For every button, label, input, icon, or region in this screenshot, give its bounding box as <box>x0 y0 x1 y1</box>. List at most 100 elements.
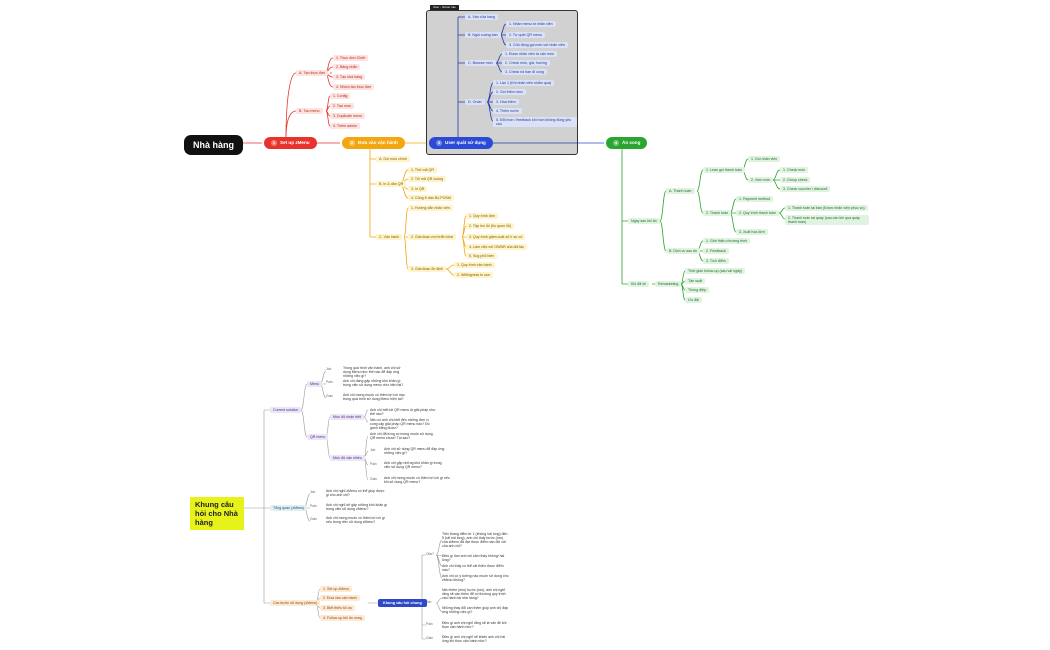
leaf-node[interactable]: 1. Thực đơn Chiết <box>333 55 369 62</box>
leaf-node[interactable]: 1. Thanh toán tại bàn (Được nhân viên ph… <box>785 205 868 212</box>
question-text: Điều gì anh chị nghĩ rằng sẽ là vấn đề k… <box>442 621 507 630</box>
root-node[interactable]: Nhà hàng <box>184 135 244 156</box>
subgroup-usage[interactable]: Mức độ vận nhiều <box>330 455 365 462</box>
leaf-node[interactable]: 3. Hóa thêm <box>493 99 519 106</box>
leaf-node[interactable]: 3. Quy trình giảm xuất sử lí sự cố <box>466 234 526 241</box>
step-item[interactable]: 3. Biết thiếu tối ưu <box>320 605 356 612</box>
tag-gain: Gain <box>426 636 433 640</box>
leaf-node[interactable]: 3. Tích điểm <box>703 258 729 265</box>
sub-node[interactable]: Khi đã về <box>628 281 649 288</box>
leaf-node[interactable]: 1. Nhận menu từ nhân viên <box>506 21 556 28</box>
leaf-node[interactable]: 4. Thêm admin <box>330 123 360 130</box>
topic-general-questions[interactable]: Khung câu hỏi chung <box>378 599 427 608</box>
leaf-node[interactable]: 5. Sug phổ biến <box>466 253 498 260</box>
subgroup-awareness[interactable]: Mức độ nhận biết <box>330 414 364 421</box>
leaf-node[interactable]: 1. Quy trình đơn <box>466 213 499 220</box>
leaf-node[interactable]: 3. Xuất hóa đơn <box>736 229 768 236</box>
leaf-node[interactable]: 4. Cũng ở dán Bộ POSM <box>408 195 454 202</box>
tag-gain: Gain <box>370 477 377 481</box>
leaf-node[interactable]: 2. Feedback <box>703 248 729 255</box>
group-qr-menu[interactable]: QR menu <box>307 434 329 441</box>
leaf-node[interactable]: 2. Willingness to use <box>454 272 493 279</box>
leaf-node[interactable]: Thông điệp <box>685 287 709 294</box>
branch-number: 3 <box>436 140 442 146</box>
leaf-node[interactable]: 1. Payment method <box>736 196 774 203</box>
leaf-node[interactable]: 2. Bảng nhẫn <box>333 64 361 71</box>
leaf-node[interactable]: 1. Config <box>330 93 351 100</box>
leaf-node[interactable]: 1. Quy trình vận hành <box>454 262 495 269</box>
question-text: Anh chị đã từng có mong muốn sử dụng QR … <box>370 432 433 441</box>
sub-node[interactable]: B. Ngồi xuống bàn <box>465 32 501 39</box>
question-text: Anh chị sử dụng QR menu để đáp ứng những… <box>384 447 445 456</box>
question-text: Điều gì làm anh chị cảm thấy không/ hài … <box>442 554 505 563</box>
leaf-node[interactable]: 5. Đổi món / feedback khi món không đúng… <box>493 117 577 128</box>
leaf-node[interactable]: 2. Tự quét QR menu <box>506 32 545 39</box>
sub-node[interactable]: A. Thanh toán <box>666 188 695 195</box>
section-usage-steps[interactable]: Các bước sử dụng (zMenu) <box>270 600 321 607</box>
leaf-node[interactable]: Tần suất <box>685 278 705 285</box>
sub-node[interactable]: B. Dịch vụ sau ăn <box>666 248 701 255</box>
leaf-node[interactable]: 1. Gọi nhân viên <box>748 156 781 163</box>
leaf-node[interactable]: 2. Check món, giá, hướng <box>502 60 550 67</box>
leaf-node[interactable]: 1. Thử mã QR <box>408 167 437 174</box>
leaf-node[interactable]: 3. Check rồi bạn đi cùng <box>502 69 547 76</box>
sub-node[interactable]: B. In & dán QR <box>376 181 407 188</box>
tag-job: Job <box>310 490 316 494</box>
section-current-solution[interactable]: Current solution <box>270 407 302 414</box>
sub-node[interactable]: Ngay sau khi ăn <box>628 218 660 225</box>
sub-node[interactable]: Remarketing <box>655 281 682 288</box>
leaf-node[interactable]: Thời gian follow-up (sau vài ngày) <box>685 268 746 275</box>
leaf-node[interactable]: 4. Làm việc với OWNR của đối tác <box>466 244 528 251</box>
leaf-node[interactable]: 3. Tạo nhà hàng <box>333 74 366 81</box>
section-overview[interactable]: Tổng quan (zMenu) <box>270 505 308 512</box>
leaf-node[interactable]: 2. Xem món <box>748 177 774 184</box>
leaf-node[interactable]: 4. Nhóm tạo thực đơn <box>333 84 375 91</box>
sub-node[interactable]: A. Gọi món chính <box>376 156 410 163</box>
leaf-node[interactable]: 2. Tập tìm lỗi (Ko quen lỗi) <box>466 223 515 230</box>
leaf-node[interactable]: 3. In QR <box>408 186 428 193</box>
leaf-node[interactable]: 1. Được nhân viên tư vấn món <box>502 51 557 58</box>
sub-node[interactable]: B. Tạo menu <box>296 108 323 115</box>
leaf-node[interactable]: 1. Giới thiệu chương trình <box>703 238 751 245</box>
sub-node[interactable]: C. Browse món <box>465 60 496 67</box>
sub-node[interactable]: C. Vận hành <box>376 234 402 241</box>
tag-obs: Obs? <box>426 552 434 556</box>
step-item[interactable]: 1. Set up zMenu <box>320 586 353 593</box>
tag-gain: Gain <box>310 517 317 521</box>
leaf-node[interactable]: 2. Thanh toán tại quầy (sau cần khi qua … <box>785 215 869 226</box>
leaf-node[interactable]: 2. Gọi thêm món <box>493 89 526 96</box>
question-text: Những thay đổi cần thêm giúp anh chị đáp… <box>442 606 508 615</box>
leaf-node[interactable]: Ưu đãi <box>685 297 702 304</box>
leaf-node[interactable]: 2. Quy trình thanh toán <box>736 210 779 217</box>
tag-pain: Pain <box>310 504 317 508</box>
leaf-node[interactable]: 2. Tối mã QR xuống <box>408 176 447 183</box>
leaf-node[interactable]: 3. Duplicate menu <box>330 113 365 120</box>
leaf-node[interactable]: 2. Giai đoạn mới triển khai <box>408 234 457 241</box>
question-text: Anh chị mong muốn có thêm lợi ích gì nếu… <box>326 516 385 525</box>
leaf-node[interactable]: 4. Thêm nước <box>493 108 522 115</box>
leaf-node[interactable]: 2. Thanh toán <box>703 210 732 217</box>
leaf-node[interactable]: 3. Giai đoạn ổn định <box>408 266 447 273</box>
leaf-node[interactable]: 3. Check voucher / discount <box>780 186 831 193</box>
leaf-node[interactable]: 3. Chủ động gọi món với nhân viên <box>506 42 568 49</box>
tag-job: Job <box>326 367 332 371</box>
step-item[interactable]: 4. Follow up khi ăn xong <box>320 615 365 622</box>
group-menu[interactable]: Menu <box>307 381 322 388</box>
sub-node[interactable]: D. Order <box>465 99 485 106</box>
sub-node[interactable]: A. Tạo thực đơn <box>296 70 329 77</box>
branch-label: Set up zMenu <box>280 140 310 145</box>
leaf-node[interactable]: 1. Hướng dẫn nhân viên <box>408 205 453 212</box>
leaf-node[interactable]: 1. Check món <box>780 167 809 174</box>
leaf-node[interactable]: 2. Group check <box>780 177 811 184</box>
sub-node[interactable]: A. Vào cửa hàng <box>465 14 498 21</box>
leaf-node[interactable]: 2. Tạo món <box>330 103 355 110</box>
step-item[interactable]: 2. Đưa vào vận hành <box>320 595 360 602</box>
tag-job: Job <box>370 448 376 452</box>
leaf-node[interactable]: 1. Lần 1 (Khi nhân viên nhắm qua) <box>493 80 555 87</box>
root-node-questions[interactable]: Khung câu hỏi cho Nhà hàng <box>190 497 244 530</box>
leaf-node[interactable]: 1. Lean gọi thanh toán <box>703 167 745 174</box>
